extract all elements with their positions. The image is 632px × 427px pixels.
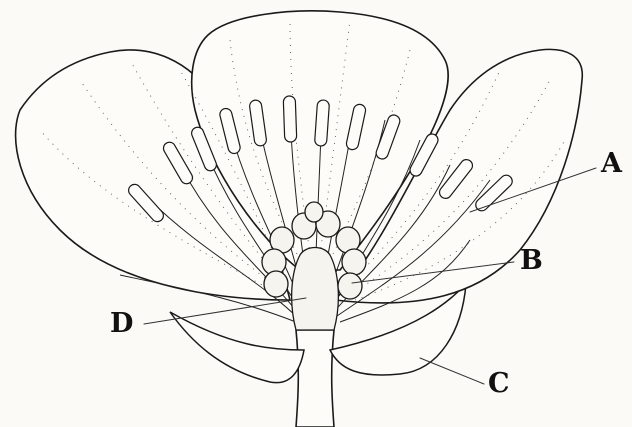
label-b: B xyxy=(520,247,543,274)
stem xyxy=(296,330,334,427)
label-c: C xyxy=(488,370,510,397)
leader-line-c xyxy=(420,358,484,384)
sepal-left xyxy=(170,312,304,383)
leader-line-d xyxy=(144,298,306,324)
label-a: A xyxy=(601,150,622,177)
label-d: D xyxy=(110,310,133,337)
